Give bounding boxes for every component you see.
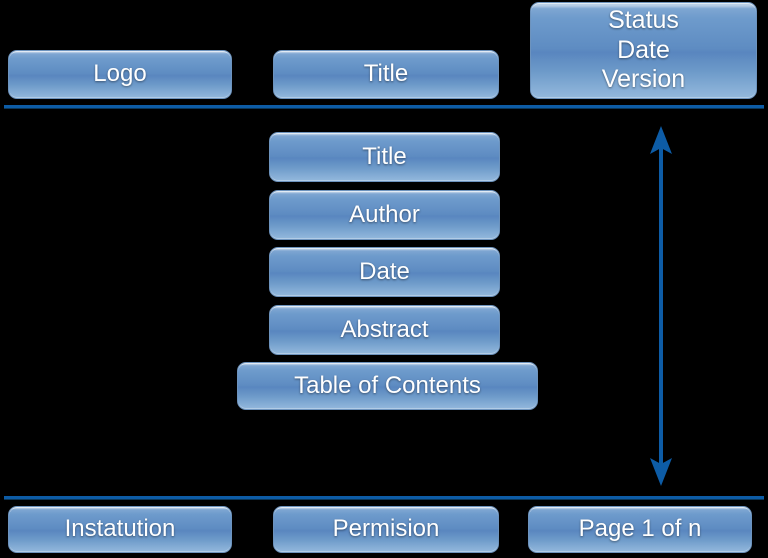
header-title-label: Title <box>363 60 409 88</box>
body-author-box[interactable]: Author <box>269 190 500 240</box>
footer-institution-label: Instatution <box>64 515 176 543</box>
header-status-label: Status <box>608 6 679 35</box>
body-height-double-arrow-icon <box>650 126 672 486</box>
body-date-box[interactable]: Date <box>269 247 500 297</box>
header-divider-rule <box>4 105 764 108</box>
body-abstract-label: Abstract <box>340 315 429 343</box>
body-table-of-contents-box[interactable]: Table of Contents <box>237 362 538 410</box>
footer-divider-rule <box>4 496 764 499</box>
body-abstract-box[interactable]: Abstract <box>269 305 500 355</box>
footer-institution-box[interactable]: Instatution <box>8 506 232 553</box>
header-meta-box[interactable]: Status Date Version <box>530 2 757 99</box>
footer-page-number-label: Page 1 of n <box>578 515 702 543</box>
header-version-label: Version <box>601 65 686 94</box>
header-logo-label: Logo <box>93 60 147 88</box>
footer-permission-label: Permision <box>332 515 440 543</box>
body-title-label: Title <box>362 142 407 170</box>
header-logo-box[interactable]: Logo <box>8 50 232 99</box>
header-date-label: Date <box>617 35 670 64</box>
header-title-box[interactable]: Title <box>273 50 499 99</box>
footer-page-number-box[interactable]: Page 1 of n <box>528 506 752 553</box>
footer-permission-box[interactable]: Permision <box>273 506 499 553</box>
body-table-of-contents-label: Table of Contents <box>294 371 481 399</box>
body-author-label: Author <box>349 200 420 228</box>
body-date-label: Date <box>359 257 410 285</box>
body-title-box[interactable]: Title <box>269 132 500 182</box>
